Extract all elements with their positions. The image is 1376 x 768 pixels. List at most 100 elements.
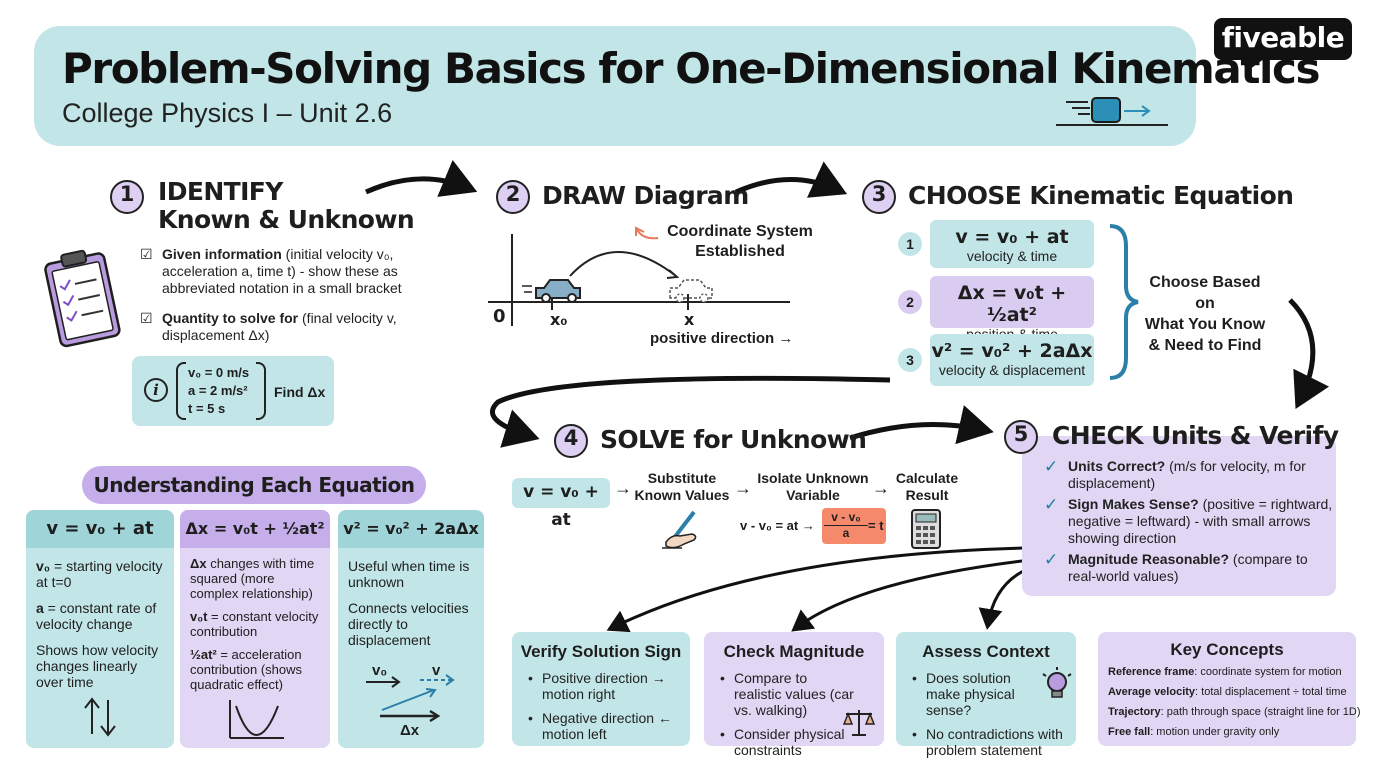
equation-1-number: 1	[898, 232, 922, 256]
quantity-item: ☑ Quantity to solve for (final velocity …	[140, 310, 412, 344]
substitute-2: Known Values	[634, 487, 730, 503]
vector-diagram-icon	[366, 674, 455, 723]
assess-context-card: Assess Context Does solution make physic…	[896, 632, 1076, 758]
direction-label: positive direction →	[650, 330, 794, 347]
example-a: a = 2 m/s²	[188, 383, 248, 398]
given-info-label: Given information	[162, 246, 282, 262]
equation-2-number: 2	[898, 290, 922, 314]
page-subtitle: College Physics I – Unit 2.6	[62, 98, 393, 128]
fiveable-logo[interactable]: fiveable	[1214, 18, 1352, 60]
assess-context-item: No contradictions with problem statement	[910, 726, 1066, 758]
check-sign: ✓Sign Makes Sense? (positive = rightward…	[1044, 495, 1333, 546]
check-magnitude-title: Check Magnitude	[723, 642, 865, 661]
understanding-title: Understanding Each Equation	[82, 466, 426, 504]
step-3-title: CHOOSE Kinematic Equation	[908, 181, 1294, 210]
step-2-title: DRAW Diagram	[542, 181, 749, 210]
coord-label-2: Established	[695, 243, 785, 260]
step-5-badge: 5	[1004, 420, 1038, 454]
equation-1-subtitle: velocity & time	[966, 248, 1058, 264]
logo-speech-tail-icon	[1242, 56, 1268, 72]
step-1-badge: 1	[110, 180, 144, 214]
step-4-title: SOLVE for Unknown	[600, 425, 867, 454]
header-banner	[34, 26, 1196, 146]
origin-label: 0	[493, 306, 506, 327]
quantity-text: (final velocity v, displacement Δx)	[162, 310, 397, 343]
given-info-text: (initial velocity v₀, acceleration a, ti…	[162, 246, 402, 296]
fraction-numerator: v - v₀	[824, 510, 868, 526]
up-down-arrows-icon	[84, 697, 116, 737]
moving-block-icon	[1056, 97, 1168, 126]
fraction-equals: = t	[868, 518, 884, 533]
equation-3-number: 3	[898, 348, 922, 372]
check-units: ✓Units Correct? (m/s for velocity, m for…	[1044, 457, 1306, 491]
choose-note-1: Choose Based on	[1149, 274, 1261, 312]
substitute-1: Substitute	[647, 470, 717, 486]
verify-sign-title: Verify Solution Sign	[520, 642, 682, 661]
fraction-denominator: a	[842, 526, 850, 540]
example-v0: v₀ = 0 m/s	[188, 365, 250, 380]
car-icon	[522, 279, 581, 303]
check-panel	[1022, 436, 1336, 596]
understanding-card-3: v² = v₀² + 2aΔx Useful when time is unkn…	[338, 510, 484, 748]
check-magnitude-item: Consider physical constraints	[718, 726, 854, 758]
assess-context-item: Does solution make physical sense?	[910, 670, 1042, 718]
checkmark-icon: ✓	[1044, 495, 1059, 514]
curly-brace	[1109, 224, 1139, 380]
lightbulb-icon	[1042, 667, 1072, 698]
understanding-card-1: v = v₀ + at v₀ = starting velocity at t=…	[26, 510, 174, 748]
verify-sign-item: Positive direction → motion right	[526, 670, 680, 702]
arrow-glyph: →	[872, 478, 890, 498]
equation-2: Δx = v₀t + ½at²	[957, 282, 1067, 326]
step-1-title-line1: IDENTIFY	[158, 177, 283, 206]
example-find: Find Δx	[274, 384, 326, 400]
quantity-label: Quantity to solve for	[162, 310, 299, 326]
checkbox-icon: ☑	[140, 246, 153, 262]
coord-label: Coordinate System Established	[650, 222, 830, 262]
vector-dx-label: Δx	[400, 722, 420, 739]
x-label: x	[684, 310, 695, 329]
example-values: v₀ = 0 m/s a = 2 m/s² t = 5 s	[188, 364, 249, 418]
equation-2-box[interactable]: Δx = v₀t + ½at² position & time	[930, 276, 1094, 342]
card-3-equation: v² = v₀² + 2aΔx	[338, 510, 484, 548]
clipboard-icon	[44, 249, 121, 348]
arrow-glyph: →	[734, 478, 752, 498]
coord-label-1: Coordinate System	[667, 223, 813, 240]
page-title: Problem-Solving Basics for One-Dimension…	[62, 44, 1321, 93]
choose-note-2: What You Know	[1144, 316, 1266, 333]
result-fraction: v - v₀ a	[824, 510, 868, 541]
rearrange-left: v - v₀ = at →	[740, 518, 815, 533]
check-magnitude: ✓Magnitude Reasonable? (compare to real-…	[1044, 550, 1308, 584]
key-concepts-card: Key Concepts Reference frame: coordinate…	[1098, 632, 1361, 746]
card-2-equation: Δx = v₀t + ½at²	[180, 510, 330, 548]
equation-1-box[interactable]: v = v₀ + at velocity & time	[930, 220, 1094, 268]
verify-sign-card: Verify Solution Sign Positive direction …	[512, 632, 690, 746]
x0-label: x₀	[550, 310, 568, 329]
calculate-2: Result	[905, 487, 949, 503]
isolate-2: Variable	[786, 487, 840, 503]
solve-equation: v = v₀ + at	[512, 478, 610, 530]
step-1-title-line2: Known & Unknown	[158, 205, 415, 234]
parabola-graph-icon	[229, 700, 284, 739]
key-concepts-title: Key Concepts	[1170, 640, 1284, 659]
step-3-badge: 3	[862, 180, 896, 214]
vector-v0-label: v₀	[372, 662, 388, 679]
info-icon: i	[144, 378, 168, 402]
check-magnitude-card: Check Magnitude Compare to realistic val…	[704, 632, 884, 758]
equation-1: v = v₀ + at	[955, 226, 1069, 248]
equation-3-box[interactable]: v² = v₀² + 2aΔx velocity & displacement	[930, 334, 1094, 386]
key-concept-item: Average velocity: total displacement ÷ t…	[1108, 686, 1347, 698]
given-info-item: ☑ Given information (initial velocity v₀…	[140, 246, 412, 297]
left-bracket	[176, 362, 186, 420]
key-concept-item: Trajectory: path through space (straight…	[1108, 706, 1361, 718]
key-concept-item: Free fall: motion under gravity only	[1108, 726, 1280, 738]
balance-scale-icon	[842, 710, 876, 736]
car-outline-icon	[669, 279, 713, 303]
isolate-1: Isolate Unknown	[757, 470, 869, 486]
hand-writing-icon	[662, 510, 697, 549]
result-highlight	[822, 508, 886, 544]
right-bracket	[256, 362, 266, 420]
